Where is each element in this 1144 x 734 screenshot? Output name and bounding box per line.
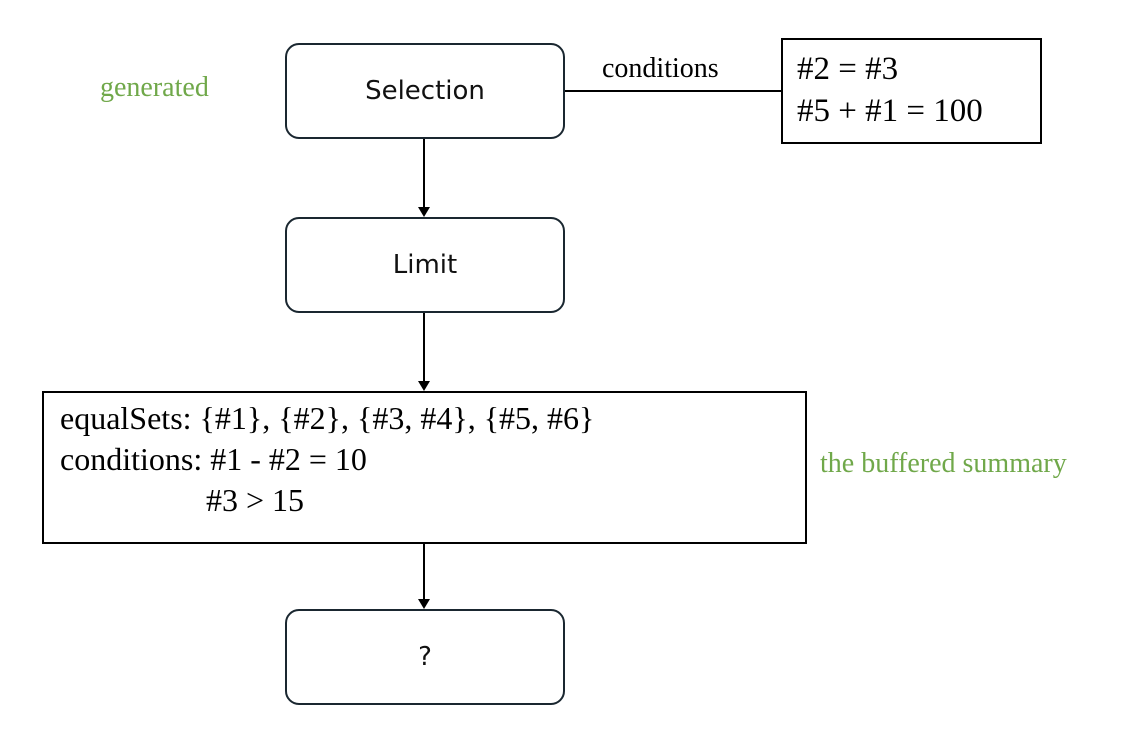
generated-annotation: generated [100, 72, 209, 103]
selection-node-label: Selection [365, 76, 485, 106]
limit-node-label: Limit [392, 250, 458, 280]
summary-conditions-line-2: #3 > 15 [206, 481, 305, 518]
conditions-note-line-2: #5 + #1 = 100 [797, 93, 983, 130]
unknown-node-label: ? [418, 642, 432, 672]
selection-node: Selection [285, 43, 565, 139]
conditions-note: #2 = #3 #5 + #1 = 100 [781, 38, 1042, 144]
limit-node: Limit [285, 217, 565, 313]
arrowhead-selection-to-limit [418, 207, 430, 217]
conditions-note-line-1: #2 = #3 [797, 51, 899, 87]
summary-conditions-line: conditions: #1 - #2 = 10 [60, 440, 367, 477]
conditions-edge-label: conditions [602, 53, 719, 84]
buffered-summary-annotation: the buffered summary [820, 448, 1067, 479]
buffered-summary-box: equalSets: {#1}, {#2}, {#3, #4}, {#5, #6… [42, 391, 807, 544]
arrowhead-limit-to-summary [418, 381, 430, 391]
summary-equalsets-line: equalSets: {#1}, {#2}, {#3, #4}, {#5, #6… [60, 400, 595, 436]
unknown-node: ? [285, 609, 565, 705]
arrowhead-summary-to-unknown [418, 599, 430, 609]
